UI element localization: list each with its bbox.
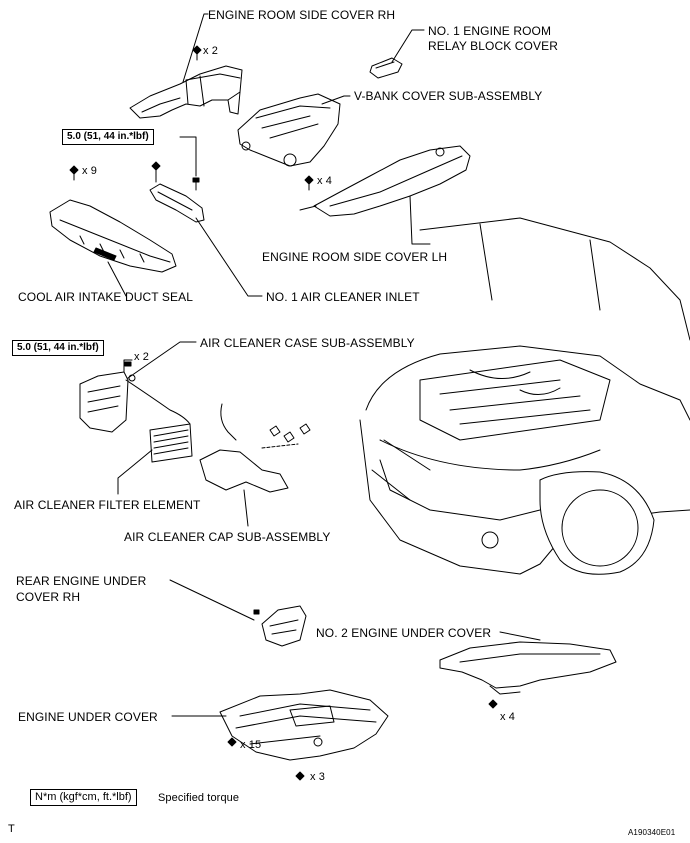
- label-engine-room-side-cover-rh: ENGINE ROOM SIDE COVER RH: [208, 8, 396, 22]
- leader-inlet: [195, 217, 263, 297]
- clip-icon: [192, 45, 202, 61]
- label-engine-room-side-cover-lh: ENGINE ROOM SIDE COVER LH: [262, 250, 448, 264]
- qty-no2-under-cover: x 4: [500, 711, 515, 723]
- label-v-bank-cover: V-BANK COVER SUB-ASSEMBLY: [354, 89, 543, 103]
- label-no1-air-cleaner-inlet: NO. 1 AIR CLEANER INLET: [266, 290, 420, 304]
- leader-torque-inlet: [179, 136, 197, 177]
- cool-air-intake-duct-seal-part: [49, 199, 177, 273]
- bolt-icon: [488, 699, 498, 709]
- legend-torque-units: N*m (kgf*cm, ft.*lbf): [30, 789, 137, 806]
- clip-icon: [69, 165, 79, 181]
- bolt-icon: [124, 361, 132, 367]
- air-cleaner-case-part: [79, 371, 191, 433]
- label-air-cleaner-case: AIR CLEANER CASE SUB-ASSEMBLY: [200, 336, 415, 350]
- qty-case-bolts: x 2: [134, 351, 149, 363]
- leader-no2-under-cover: [499, 631, 541, 641]
- bolt-icon: [227, 737, 237, 747]
- clip-icon: [304, 175, 314, 191]
- qty-under-cover-clips: x 3: [310, 771, 325, 783]
- engine-room-side-cover-lh-part: [299, 145, 471, 217]
- label-rear-engine-under-cover-line2: COVER RH: [16, 590, 81, 604]
- leader-filter: [117, 449, 153, 495]
- qty-under-cover-bolts: x 15: [240, 739, 262, 751]
- label-engine-under-cover: ENGINE UNDER COVER: [18, 710, 158, 724]
- qty-side-cover-lh: x 4: [317, 175, 332, 187]
- vehicle-front-illustration: [359, 217, 690, 575]
- leader-torque-case: [123, 359, 133, 373]
- label-no2-engine-under-cover: NO. 2 ENGINE UNDER COVER: [316, 626, 492, 640]
- rear-engine-under-cover-rh-part: [261, 605, 307, 647]
- clip-icon: [151, 161, 161, 183]
- leader-v-bank-cover: [321, 95, 351, 105]
- figure-code: A190340E01: [628, 828, 676, 837]
- v-bank-cover-part: [237, 93, 341, 167]
- label-relay-block-cover-line1: NO. 1 ENGINE ROOM: [428, 24, 552, 38]
- leader-duct-seal: [107, 261, 127, 297]
- qty-duct-seal: x 9: [82, 165, 97, 177]
- leader-side-cover-lh: [409, 195, 431, 245]
- qty-side-cover-rh: x 2: [203, 45, 218, 57]
- no1-air-cleaner-inlet-part: [149, 183, 205, 223]
- clip-icon: [295, 771, 305, 781]
- label-air-cleaner-cap: AIR CLEANER CAP SUB-ASSEMBLY: [124, 530, 331, 544]
- legend-description: Specified torque: [158, 792, 240, 804]
- leader-case: [127, 341, 197, 379]
- leader-side-cover-rh: [182, 13, 209, 83]
- footer-mark: T: [8, 823, 15, 835]
- bolt-icon: [192, 177, 200, 191]
- torque-box-case: 5.0 (51, 44 in.*lbf): [12, 340, 104, 356]
- label-relay-block-cover-line2: RELAY BLOCK COVER: [428, 39, 558, 53]
- bolt-icon: [253, 609, 260, 615]
- leader-rear-under-cover: [169, 579, 255, 621]
- leader-cap: [243, 489, 249, 527]
- engine-room-side-cover-rh-part: [129, 65, 243, 119]
- label-air-cleaner-filter: AIR CLEANER FILTER ELEMENT: [14, 498, 201, 512]
- label-cool-air-intake-duct-seal: COOL AIR INTAKE DUCT SEAL: [18, 290, 193, 304]
- relay-block-cover-part: [369, 57, 403, 79]
- air-cleaner-filter-part: [149, 423, 193, 463]
- air-cleaner-cap-part: [199, 403, 311, 493]
- no2-engine-under-cover-part: [439, 641, 617, 695]
- label-rear-engine-under-cover-line1: REAR ENGINE UNDER: [16, 574, 147, 588]
- engine-under-cover-part: [219, 689, 389, 761]
- torque-box-inlet: 5.0 (51, 44 in.*lbf): [62, 129, 154, 145]
- leader-relay-block-cover: [391, 29, 425, 63]
